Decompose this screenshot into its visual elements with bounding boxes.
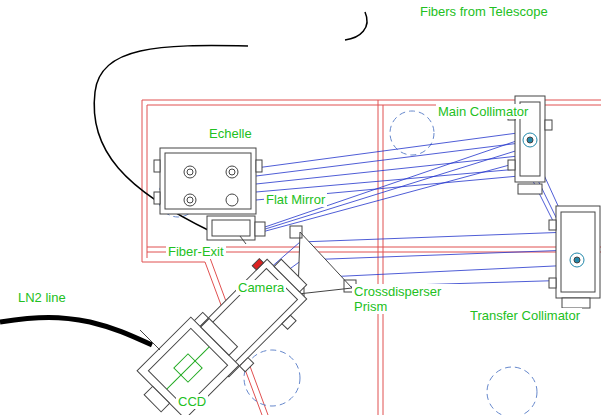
part-label: Camera — [236, 280, 286, 295]
part-label: Flat Mirror — [264, 192, 327, 207]
part-label: LN2 line — [16, 290, 68, 305]
part-label: CCD — [176, 394, 208, 409]
part-label: Main Collimator — [436, 104, 530, 119]
part-label: Echelle — [207, 126, 254, 141]
part-label: Fiber-Exit — [166, 244, 226, 259]
part-label: Crossdisperser Prism — [352, 284, 466, 314]
part-label: Transfer Collimator — [468, 308, 582, 323]
part-label: Fibers from Telescope — [418, 4, 550, 19]
